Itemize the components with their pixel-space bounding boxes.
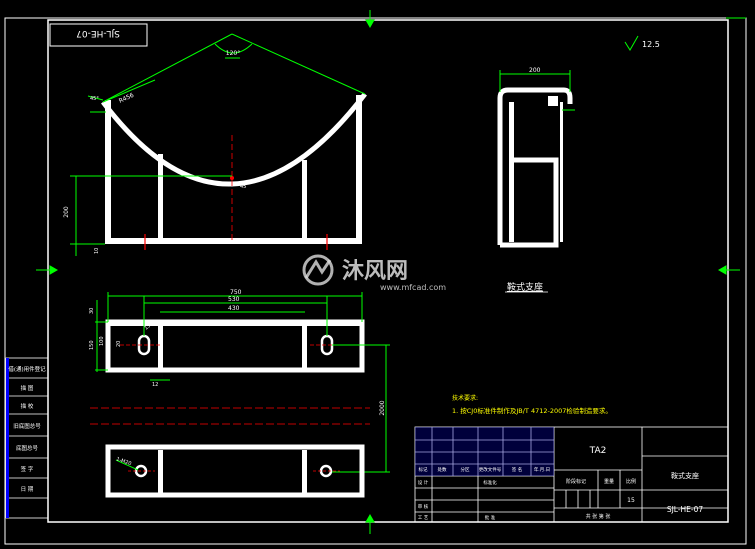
tb-code: SJL-HE-07 xyxy=(667,505,704,514)
tb-weight: 重量 xyxy=(604,478,614,485)
dim-left: 20 xyxy=(116,341,122,347)
tb-process: 工 艺 xyxy=(418,515,429,521)
plan-view: 750 530 430 150 20 30 150 100 12 2000 xyxy=(89,289,390,498)
tb-scale-label: 比例 xyxy=(626,478,636,485)
view-label: 鞍式支座 xyxy=(507,281,543,293)
code-box-text: SJL-HE-07 xyxy=(76,28,120,38)
left-table-row-4: 底图总号 xyxy=(16,444,39,452)
dim-inner1: 530 xyxy=(228,296,240,303)
saddle-side-view: 200 鞍式支座 xyxy=(497,67,575,293)
dim-base: 10 xyxy=(94,248,100,254)
left-table-row-2: 描 校 xyxy=(21,402,34,410)
dim-inner2: 430 xyxy=(228,305,240,312)
tb-h0: 标记 xyxy=(419,466,428,473)
left-table-row-6: 日 期 xyxy=(21,486,34,493)
tb-h2: 分区 xyxy=(461,466,470,473)
roughness-symbol: 12.5 xyxy=(624,35,660,51)
roughness-value: 12.5 xyxy=(642,40,660,49)
dim-vertical: 2000 xyxy=(379,400,386,415)
tb-h3: 更改文件号 xyxy=(479,466,502,473)
tb-stage: 阶段标记 xyxy=(566,478,586,485)
tb-designer: 设 计 xyxy=(418,479,429,486)
watermark-url: www.mfcad.com xyxy=(380,283,446,292)
left-side-table xyxy=(5,357,49,519)
inner-frame xyxy=(47,19,729,523)
outer-frame xyxy=(4,17,747,545)
notes-title: 技术要求: xyxy=(452,394,478,402)
tech-notes: 技术要求: 1. 按CJ0标准件制作及JB/T 4712-2007检验制造要求。 xyxy=(452,394,612,415)
left-table-row-5: 签 字 xyxy=(21,465,34,473)
dim-side-width: 200 xyxy=(529,67,541,74)
dim-overall: 750 xyxy=(230,289,242,296)
saddle-front-view: 120° R456 45° 45 200 10 xyxy=(63,33,367,256)
dim-height: 200 xyxy=(63,206,70,218)
watermark-brand: 沐风网 xyxy=(342,259,408,284)
dim-slot: 150 xyxy=(143,321,154,332)
dim-h1: 30 xyxy=(89,308,95,314)
centering-marks xyxy=(36,10,746,534)
tb-sheet: 共 张 第 张 xyxy=(586,513,611,520)
dim-radius: R456 xyxy=(118,92,135,105)
left-table-row-0: 借(通)用件登记 xyxy=(8,365,46,373)
tb-check: 审 核 xyxy=(418,503,429,510)
dim-h3: 100 xyxy=(99,336,105,346)
left-table-row-1: 描 图 xyxy=(21,384,34,392)
watermark: 沐风网 www.mfcad.com xyxy=(302,254,446,292)
dim-chamfer: 45° xyxy=(90,96,99,102)
notes-line1: 1. 按CJ0标准件制作及JB/T 4712-2007检验制造要求。 xyxy=(452,406,612,415)
tb-h4: 签 名 xyxy=(512,466,522,473)
tb-std: 标准化 xyxy=(483,479,497,486)
tb-name: 鞍式支座 xyxy=(671,471,699,480)
left-table-row-3: 旧底图总号 xyxy=(13,422,41,430)
tb-approve: 批 准 xyxy=(485,514,496,521)
dim-angle: 120° xyxy=(226,50,240,57)
tb-h5: 年.月.日 xyxy=(534,466,550,473)
plan-label: 1-M20 xyxy=(115,456,132,467)
dim-h2: 150 xyxy=(89,340,95,350)
dim-bottom: 12 xyxy=(152,382,158,388)
tb-h1: 处数 xyxy=(438,466,447,473)
tb-material: TA2 xyxy=(589,446,607,456)
dim-center: 45 xyxy=(240,184,246,190)
title-block xyxy=(414,426,729,523)
code-box xyxy=(49,23,148,47)
tb-scale: 15 xyxy=(627,497,635,504)
